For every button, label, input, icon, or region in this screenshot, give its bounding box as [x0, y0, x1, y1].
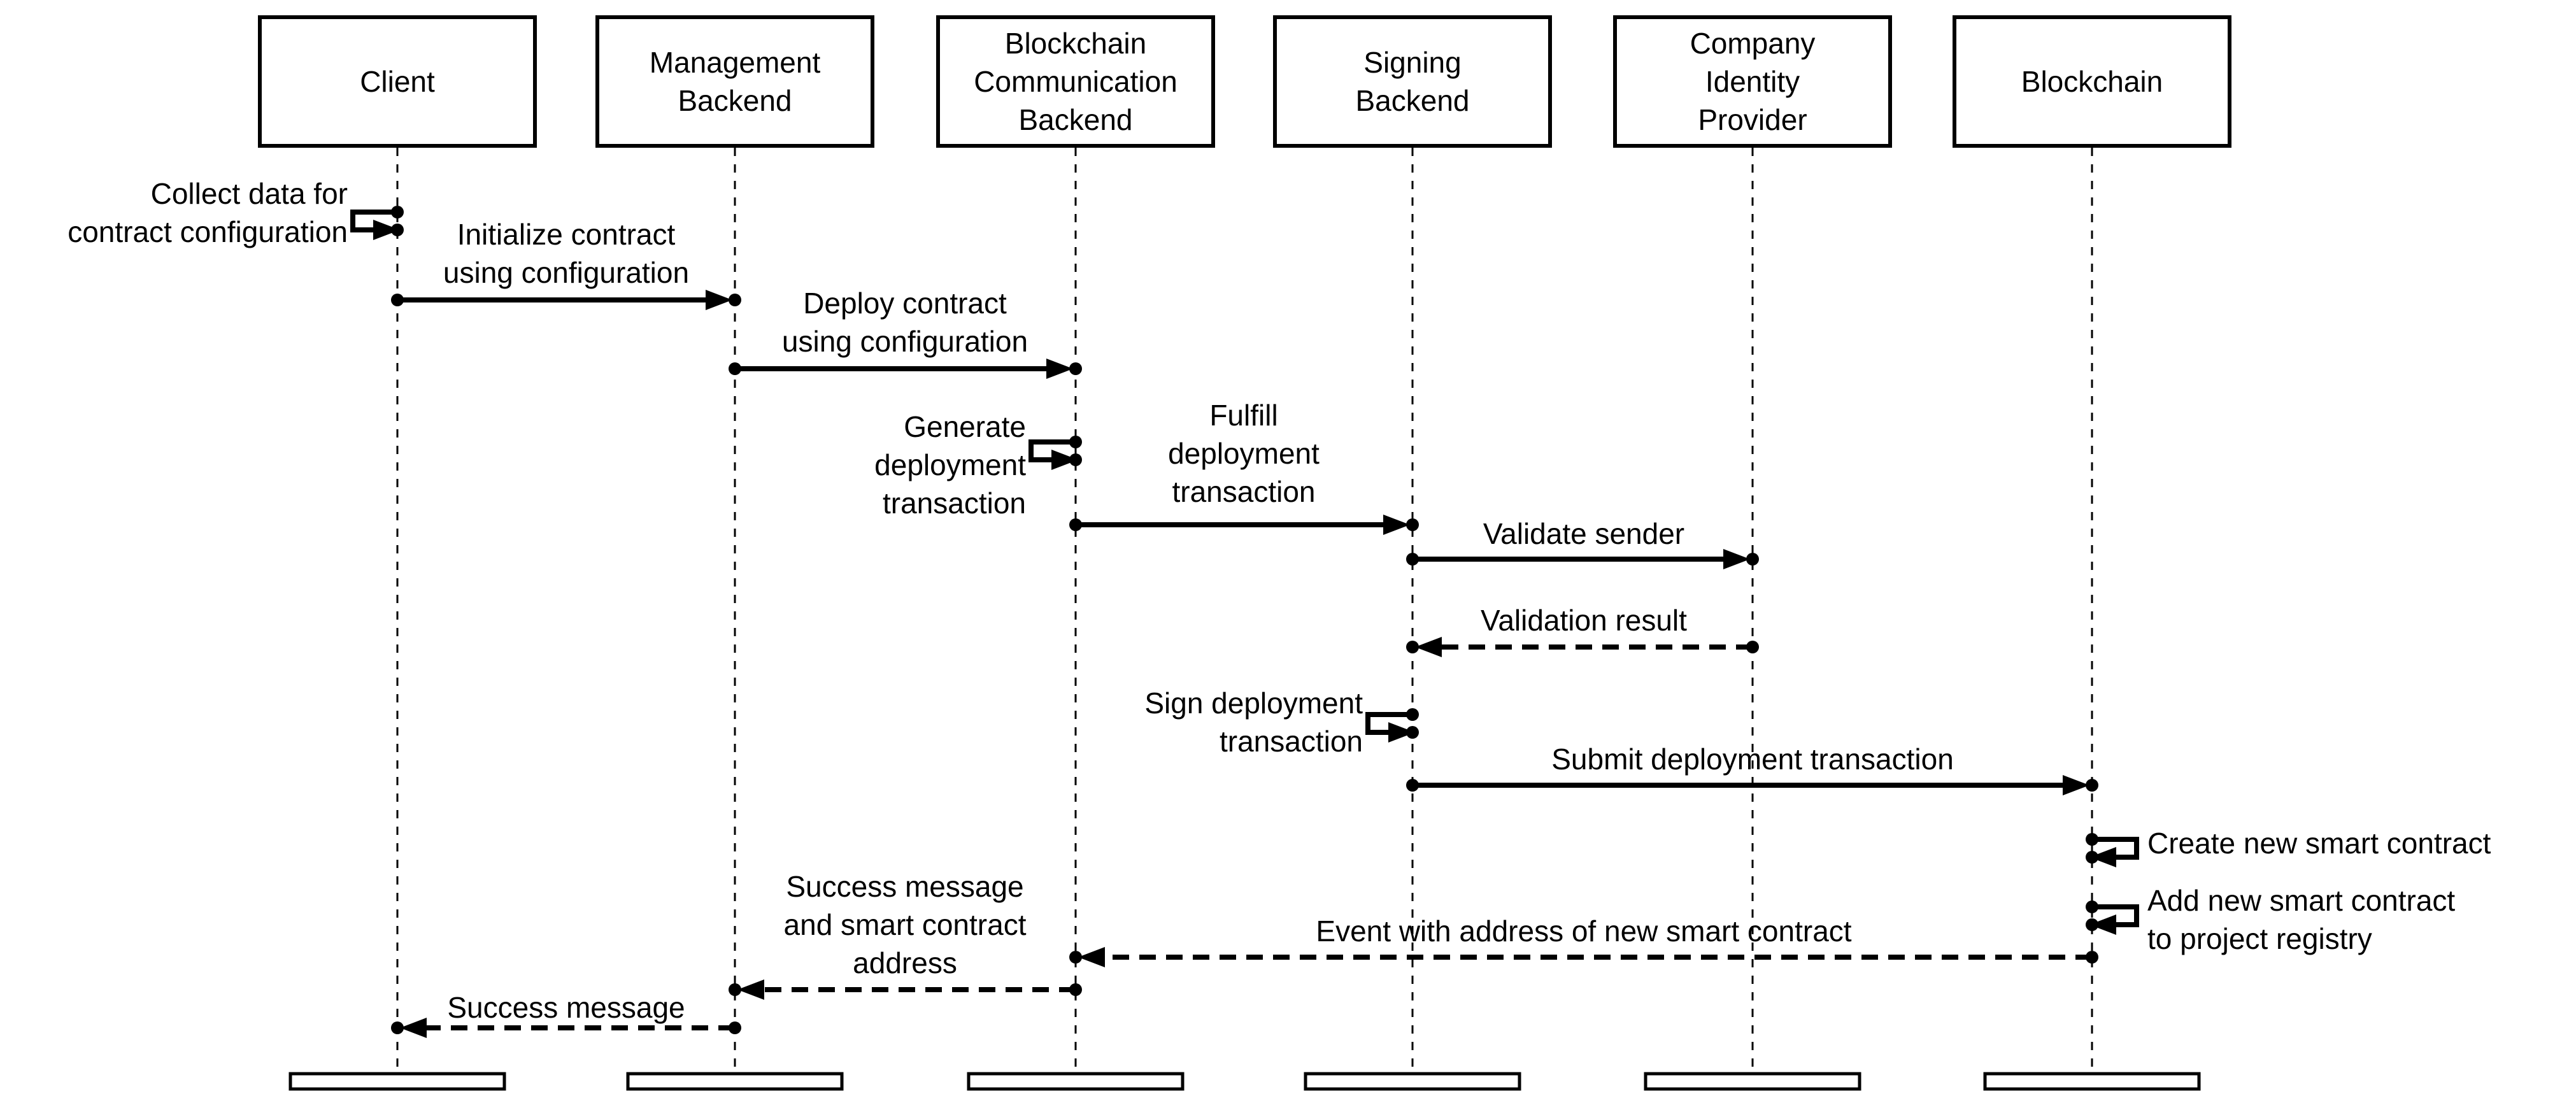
- message-arrow-deploy-contract: [729, 359, 1082, 379]
- arrowhead-icon: [373, 220, 400, 240]
- arrowhead-icon: [1078, 947, 1105, 967]
- source-dot: [2086, 833, 2098, 846]
- end-bar-client: [288, 1072, 506, 1091]
- target-dot: [729, 983, 741, 996]
- target-dot: [391, 224, 404, 236]
- source-dot: [1069, 436, 1082, 448]
- message-arrow-success-message-and-address: [729, 979, 1082, 1000]
- target-dot: [2086, 918, 2098, 931]
- target-dot: [1069, 951, 1082, 964]
- target-dot: [2086, 851, 2098, 864]
- arrowhead-icon: [706, 290, 732, 310]
- arrowhead-icon: [1383, 515, 1410, 535]
- message-arrow-success-message: [391, 1018, 741, 1038]
- arrowhead-icon: [1388, 722, 1415, 743]
- self-loop-line: [1028, 439, 1076, 462]
- target-dot: [1069, 453, 1082, 466]
- message-arrow-validation-result: [1406, 637, 1759, 657]
- arrowhead-icon: [1723, 549, 1750, 569]
- end-bar-signing-backend: [1304, 1072, 1521, 1091]
- target-dot: [1069, 362, 1082, 375]
- message-arrow-event-with-address: [1069, 947, 2098, 967]
- target-dot: [2086, 779, 2098, 792]
- target-dot: [391, 1021, 404, 1034]
- message-arrow-create-new-smart-contract: [2086, 833, 2139, 867]
- target-dot: [1746, 553, 1759, 566]
- end-bar-blockchain: [1983, 1072, 2201, 1091]
- source-dot: [2086, 951, 2098, 964]
- message-arrow-initialize-contract: [391, 290, 741, 310]
- source-dot: [1746, 641, 1759, 653]
- message-arrow-fulfill-deployment-transaction: [1069, 515, 1419, 535]
- arrowhead-icon: [1051, 450, 1078, 470]
- end-bar-management-backend: [626, 1072, 844, 1091]
- source-dot: [2086, 900, 2098, 913]
- message-arrow-sign-deployment-transaction: [1365, 708, 1419, 743]
- arrowhead-icon: [1415, 637, 1442, 657]
- end-bar-blockchain-communication-backend: [967, 1072, 1185, 1091]
- end-bar-company-identity-provider: [1644, 1072, 1861, 1091]
- source-dot: [729, 362, 741, 375]
- arrowhead-icon: [2089, 847, 2116, 867]
- target-dot: [1406, 518, 1419, 531]
- self-loop-line: [2092, 837, 2139, 860]
- arrowhead-icon: [2063, 775, 2089, 795]
- target-dot: [1406, 641, 1419, 653]
- source-dot: [1069, 983, 1082, 996]
- source-dot: [391, 294, 404, 306]
- target-dot: [1406, 726, 1419, 739]
- source-dot: [391, 206, 404, 218]
- source-dot: [1069, 518, 1082, 531]
- message-arrow-generate-deployment-transaction: [1028, 436, 1082, 470]
- message-arrow-validate-sender: [1406, 549, 1759, 569]
- message-arrow-add-new-smart-contract-to-project-registry: [2086, 900, 2139, 935]
- arrowhead-icon: [400, 1018, 427, 1038]
- arrowhead-icon: [2089, 914, 2116, 935]
- message-arrow-collect-data: [350, 206, 404, 240]
- source-dot: [1406, 708, 1419, 721]
- self-loop-line: [1365, 712, 1413, 735]
- arrowhead-icon: [1046, 359, 1073, 379]
- source-dot: [729, 1021, 741, 1034]
- self-loop-line: [2092, 904, 2139, 927]
- message-arrow-submit-deployment-transaction: [1406, 775, 2098, 795]
- source-dot: [1406, 553, 1419, 566]
- arrowhead-icon: [737, 979, 764, 1000]
- self-loop-line: [350, 210, 397, 232]
- source-dot: [1406, 779, 1419, 792]
- target-dot: [729, 294, 741, 306]
